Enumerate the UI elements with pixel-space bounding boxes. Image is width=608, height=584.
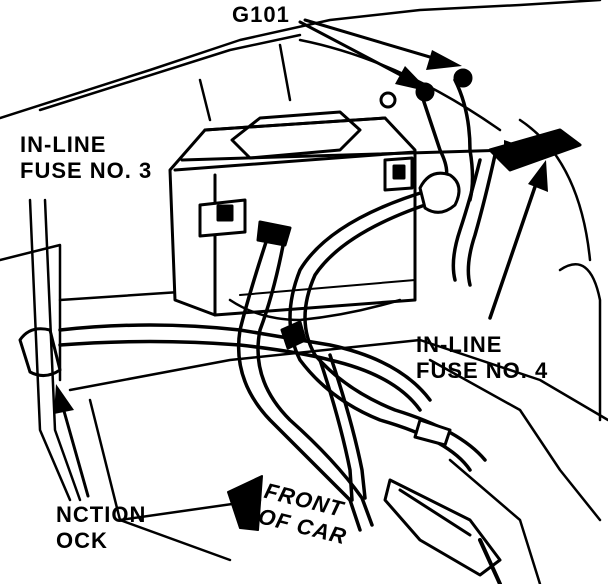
inline-fuse-3-line1: IN-LINE xyxy=(20,132,107,157)
inline-fuse-4-label: IN-LINE FUSE NO. 4 xyxy=(416,332,548,384)
g101-label: G101 xyxy=(232,2,290,28)
inline-fuse-4-line2: FUSE NO. 4 xyxy=(416,358,549,383)
inline-fuse-3-line2: FUSE NO. 3 xyxy=(20,158,153,183)
hardware xyxy=(18,68,582,584)
junction-block-label: NCTION OCK xyxy=(56,502,146,554)
inline-fuse-3-label: IN-LINE FUSE NO. 3 xyxy=(20,132,152,184)
battery xyxy=(168,110,417,317)
g101-text: G101 xyxy=(232,2,290,27)
front-of-car-arrow xyxy=(227,475,263,531)
junction-block-line1: NCTION xyxy=(56,502,147,527)
cables xyxy=(58,78,497,532)
inline-fuse-4-line1: IN-LINE xyxy=(416,332,503,357)
junction-block-line2: OCK xyxy=(56,528,108,553)
callout-pointers xyxy=(54,18,548,498)
